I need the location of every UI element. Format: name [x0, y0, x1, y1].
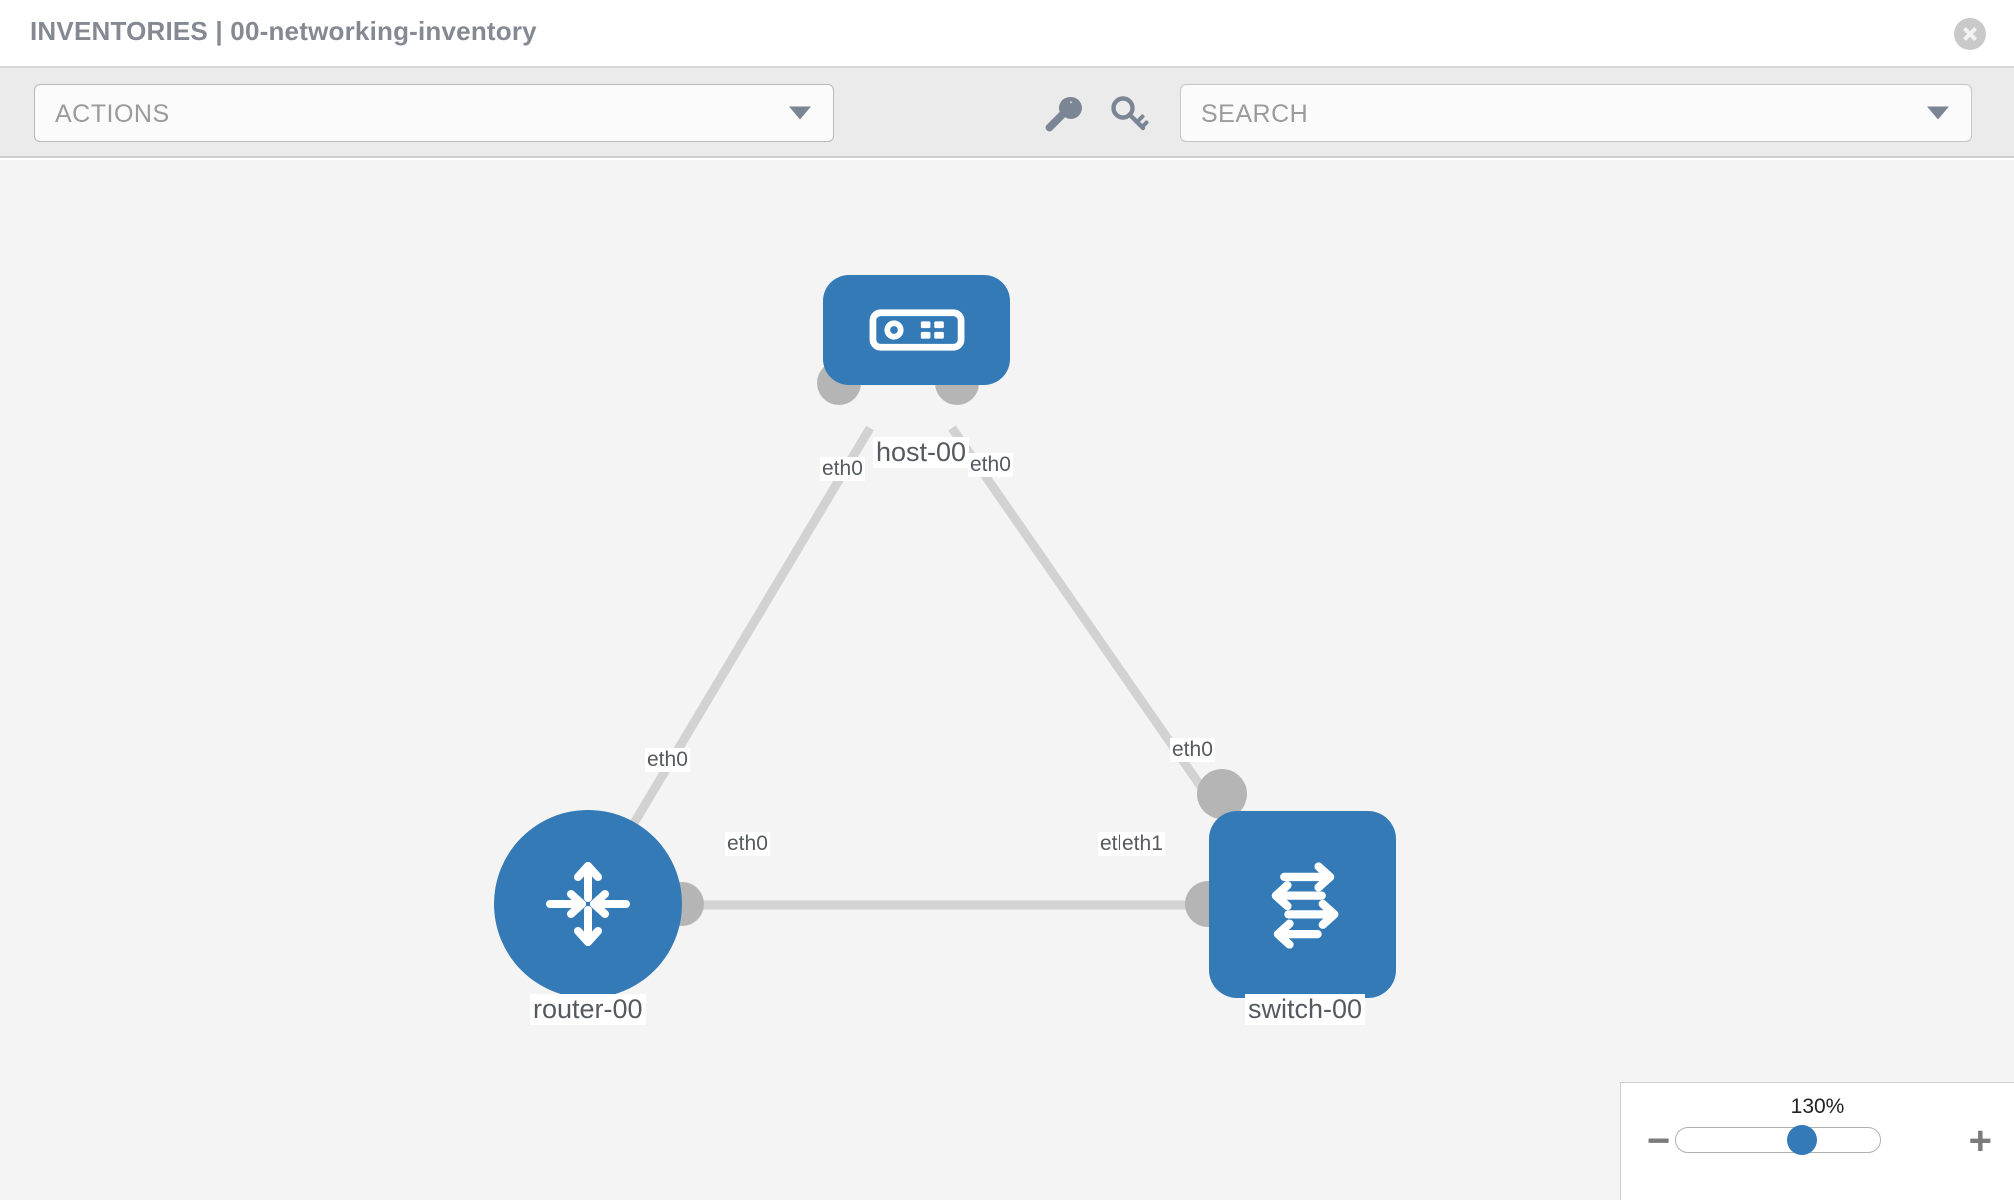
chevron-down-icon — [1927, 106, 1949, 120]
edge-label-switch-router: eth1 — [1120, 832, 1165, 856]
zoom-level-value: 130% — [1790, 1095, 1845, 1118]
actions-dropdown-label: ACTIONS — [55, 100, 170, 128]
search-input[interactable]: SEARCH — [1180, 84, 1972, 142]
node-router-00-label: router-00 — [530, 994, 646, 1025]
edge-label-switch-host: eth0 — [1170, 738, 1215, 762]
zoom-out-button[interactable]: − — [1647, 1119, 1671, 1163]
edge-label-host-router-left: eth0 — [820, 457, 865, 481]
page-title: INVENTORIES | 00-networking-inventory — [30, 16, 537, 46]
node-host-00[interactable] — [817, 275, 1010, 405]
node-switch-00-label: switch-00 — [1245, 994, 1366, 1025]
server-device-icon — [869, 309, 964, 351]
topology-links — [608, 425, 1242, 910]
node-switch-00[interactable] — [1185, 769, 1396, 998]
topology-canvas[interactable]: host-00 router- — [0, 160, 2014, 1200]
chevron-down-icon — [789, 106, 811, 120]
toolbar: ACTIONS SEARCH — [0, 68, 2014, 158]
edge-label-host-switch-right: eth0 — [968, 453, 1013, 477]
port-nub[interactable] — [1197, 769, 1247, 819]
router-arrows-icon — [546, 862, 630, 946]
edge-label-router-host: eth0 — [645, 748, 690, 772]
close-icon[interactable] — [1954, 18, 1986, 50]
zoom-slider-handle[interactable] — [1787, 1125, 1818, 1155]
zoom-in-button[interactable]: + — [1968, 1119, 1992, 1163]
actions-dropdown[interactable]: ACTIONS — [34, 84, 834, 142]
link-host-router[interactable] — [608, 425, 874, 863]
node-host-00-shape[interactable] — [823, 275, 1010, 385]
search-placeholder: SEARCH — [1201, 100, 1309, 128]
zoom-control: 130% − + — [1620, 1082, 2014, 1200]
node-host-00-label: host-00 — [873, 437, 970, 468]
node-router-00-shape[interactable] — [494, 810, 682, 998]
link-host-switch[interactable] — [948, 425, 1242, 843]
edge-label-router-switch-left: eth0 — [725, 832, 770, 856]
node-router-00[interactable] — [494, 810, 704, 998]
key-icon[interactable] — [1108, 92, 1152, 136]
wrench-icon[interactable] — [1040, 92, 1084, 136]
zoom-slider-track[interactable] — [1675, 1125, 1881, 1155]
switch-arrows-icon — [1271, 861, 1338, 949]
page-header: INVENTORIES | 00-networking-inventory — [0, 0, 2014, 68]
node-switch-00-shape[interactable] — [1209, 811, 1396, 998]
